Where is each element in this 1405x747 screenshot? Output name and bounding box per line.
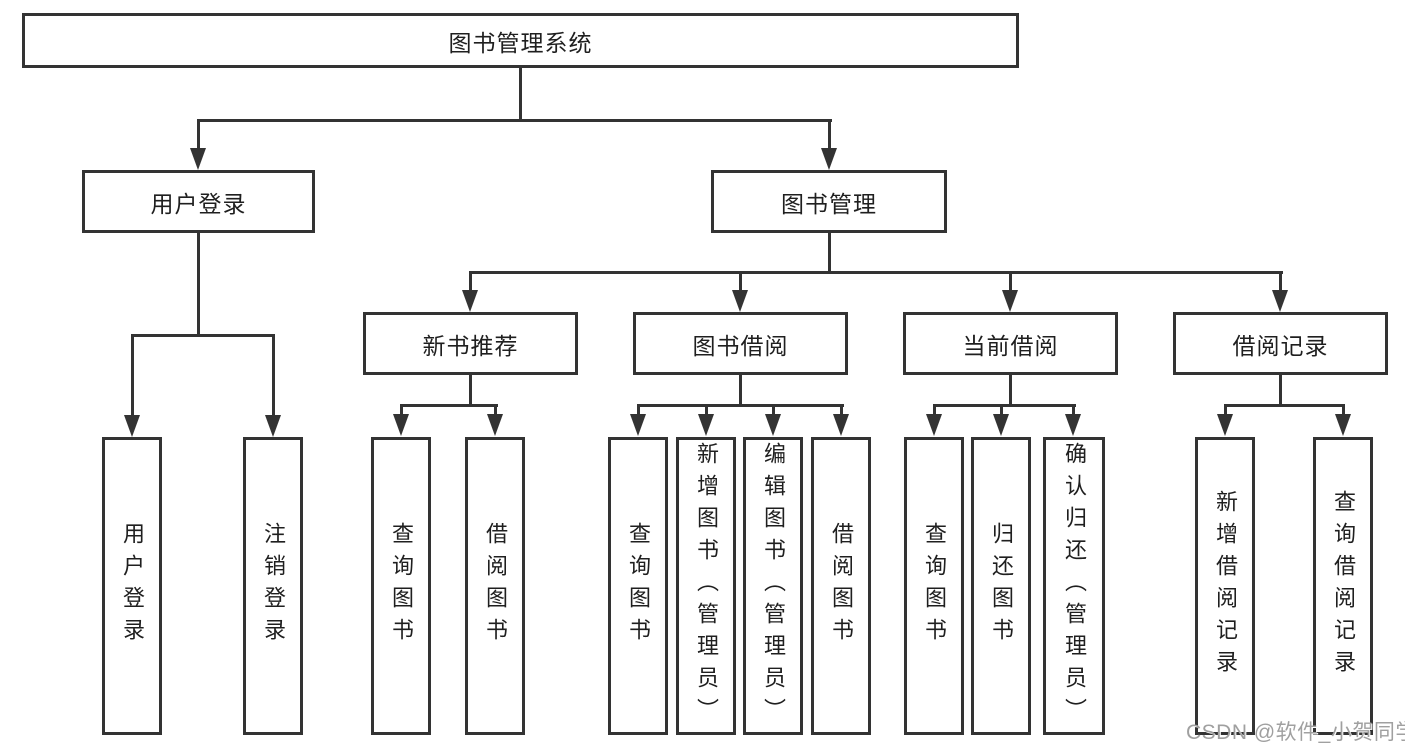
connector-level2-rail: [197, 119, 832, 122]
connector-level3-rail: [469, 271, 1283, 274]
connector-group-stem: [469, 373, 472, 407]
connector-arrow-stem: [828, 119, 831, 150]
arrow-down-icon: [1272, 290, 1288, 312]
leaf-confirm-return-admin: 确认归还（管理员）: [1043, 437, 1105, 735]
connector-arrow-stem: [131, 334, 134, 417]
node-library-system: 图书管理系统: [22, 13, 1019, 68]
arrow-down-icon: [732, 290, 748, 312]
arrow-down-icon: [393, 414, 409, 436]
leaf-borrow-book: 借阅图书: [811, 437, 871, 735]
connector-arrow-stem: [272, 334, 275, 417]
connector-arrow-stem: [840, 404, 843, 416]
node-book-borrowing: 图书借阅: [633, 312, 848, 375]
connector-arrow-stem: [705, 404, 708, 416]
leaf-query-book-recommend: 查询图书: [371, 437, 431, 735]
arrow-down-icon: [698, 414, 714, 436]
arrow-down-icon: [1217, 414, 1233, 436]
node-user-login: 用户登录: [82, 170, 315, 233]
connector-arrow-stem: [197, 119, 200, 150]
connector-arrow-stem: [1224, 404, 1227, 416]
connector-bookmgmt-stem: [828, 231, 831, 273]
connector-arrow-stem: [933, 404, 936, 416]
connector-arrow-stem: [1000, 404, 1003, 416]
csdn-watermark: CSDN @软件_小贺同学: [1186, 721, 1405, 744]
connector-root-stem: [519, 66, 522, 122]
leaf-query-borrow-record: 查询借阅记录: [1313, 437, 1373, 735]
arrow-down-icon: [487, 414, 503, 436]
connector-group-stem: [1279, 373, 1282, 407]
connector-userlogin-rail: [131, 334, 275, 337]
arrow-down-icon: [821, 148, 837, 170]
node-borrowing-records: 借阅记录: [1173, 312, 1388, 375]
connector-arrow-stem: [1342, 404, 1345, 416]
node-book-management: 图书管理: [711, 170, 947, 233]
node-new-book-recommend: 新书推荐: [363, 312, 578, 375]
connector-group-rail: [400, 404, 498, 407]
leaf-query-book-borrowing: 查询图书: [608, 437, 668, 735]
node-current-borrowing: 当前借阅: [903, 312, 1118, 375]
connector-arrow-stem: [400, 404, 403, 416]
connector-group-rail: [933, 404, 1076, 407]
arrow-down-icon: [190, 148, 206, 170]
arrow-down-icon: [1002, 290, 1018, 312]
connector-arrow-stem: [772, 404, 775, 416]
arrow-down-icon: [833, 414, 849, 436]
leaf-query-book-current: 查询图书: [904, 437, 964, 735]
connector-group-rail: [637, 404, 844, 407]
leaf-edit-book-admin: 编辑图书（管理员）: [743, 437, 803, 735]
connector-arrow-stem: [1072, 404, 1075, 416]
arrow-down-icon: [926, 414, 942, 436]
leaf-user-login: 用户登录: [102, 437, 162, 735]
connector-arrow-stem: [469, 271, 472, 292]
arrow-down-icon: [462, 290, 478, 312]
leaf-borrow-book-recommend: 借阅图书: [465, 437, 525, 735]
arrow-down-icon: [265, 415, 281, 437]
arrow-down-icon: [765, 414, 781, 436]
arrow-down-icon: [993, 414, 1009, 436]
arrow-down-icon: [630, 414, 646, 436]
connector-arrow-stem: [1009, 271, 1012, 292]
arrow-down-icon: [124, 415, 140, 437]
leaf-logout: 注销登录: [243, 437, 303, 735]
connector-arrow-stem: [1279, 271, 1282, 292]
connector-arrow-stem: [739, 271, 742, 292]
leaf-return-book: 归还图书: [971, 437, 1031, 735]
connector-group-stem: [1009, 373, 1012, 407]
connector-group-rail: [1224, 404, 1345, 407]
connector-arrow-stem: [494, 404, 497, 416]
arrow-down-icon: [1065, 414, 1081, 436]
leaf-add-book-admin: 新增图书（管理员）: [676, 437, 736, 735]
leaf-add-borrow-record: 新增借阅记录: [1195, 437, 1255, 735]
connector-userlogin-stem: [197, 231, 200, 336]
arrow-down-icon: [1335, 414, 1351, 436]
connector-group-stem: [739, 373, 742, 407]
connector-arrow-stem: [637, 404, 640, 416]
